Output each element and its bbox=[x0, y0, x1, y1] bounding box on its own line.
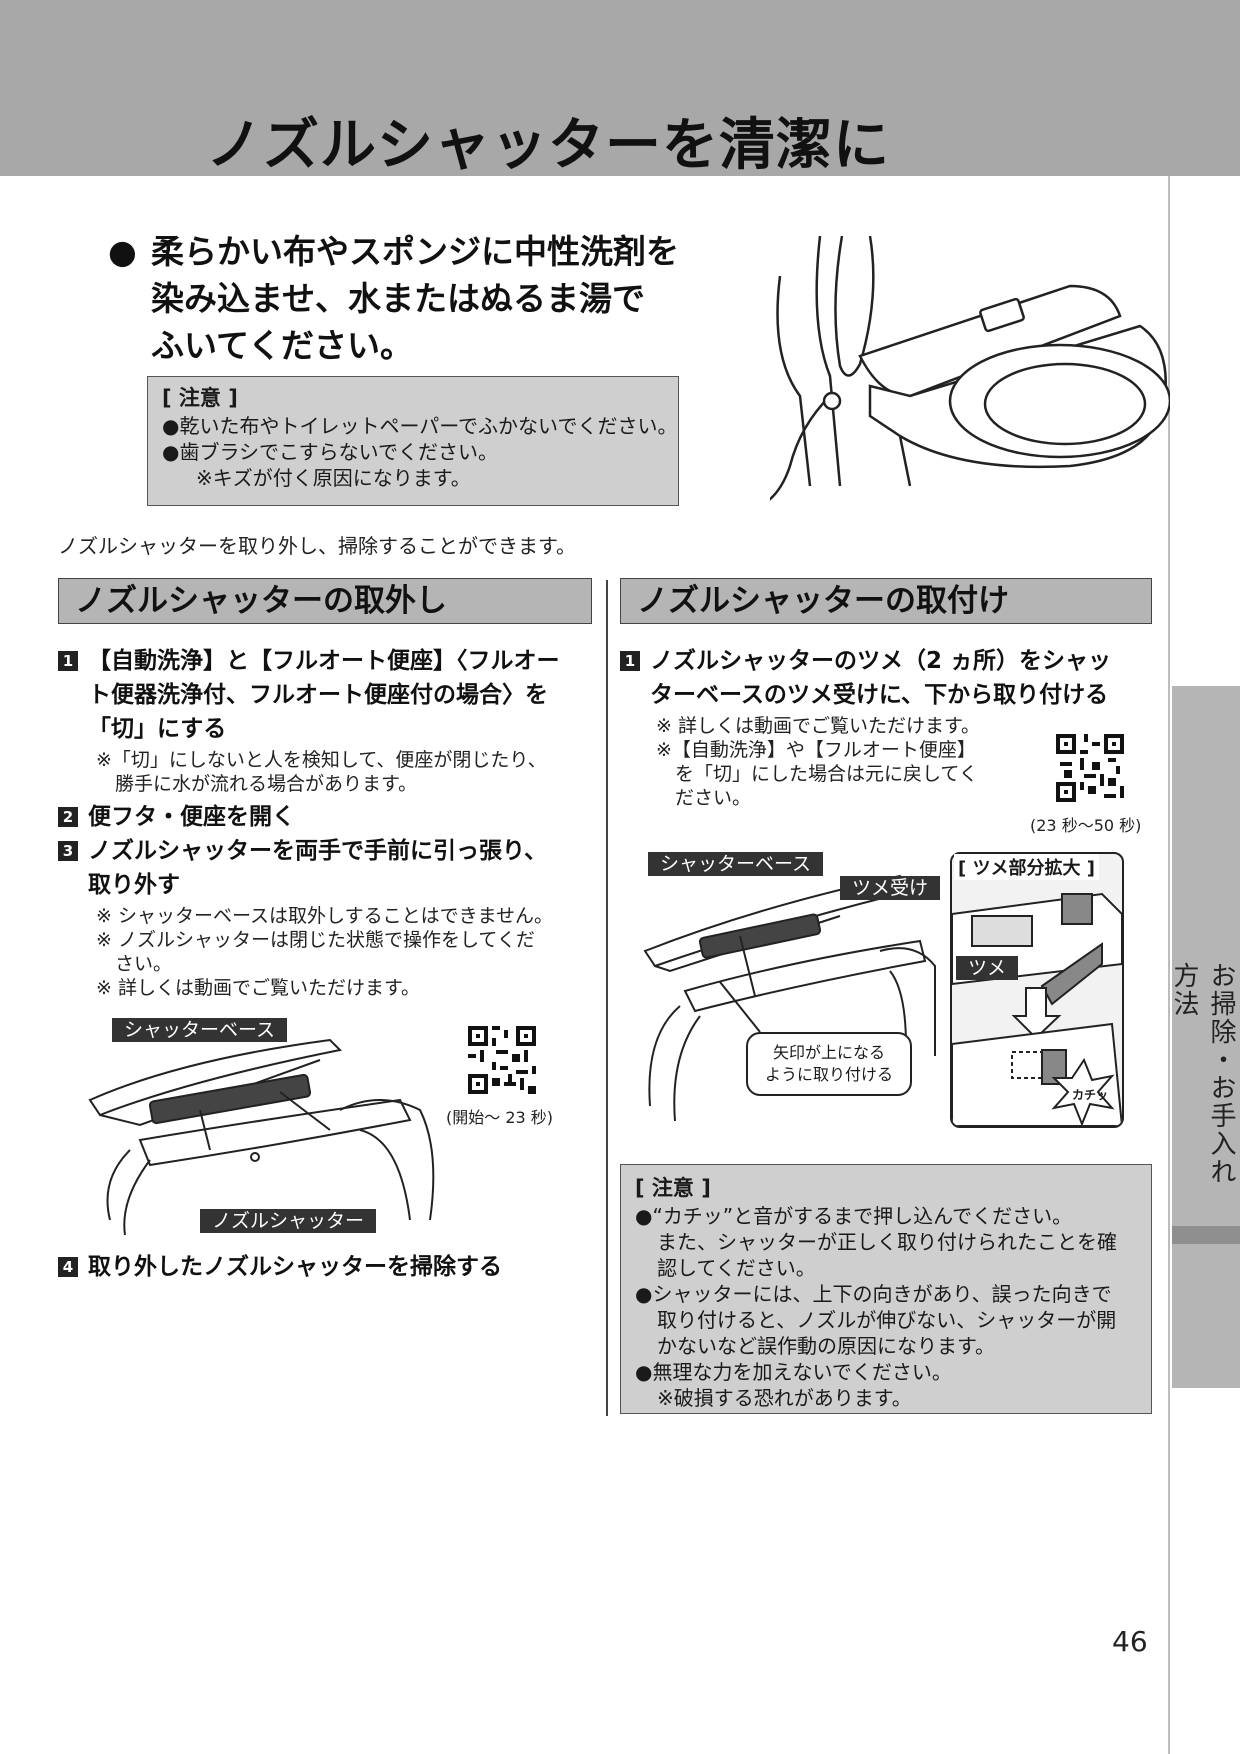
side-index-label: お掃除・お手入れ方法 bbox=[1169, 962, 1236, 1186]
install-step-1-notes: ※ 詳しくは動画でご覧いただけます。 ※【自動洗浄】や【フルオート便座】 を「切… bbox=[656, 715, 981, 809]
lead-instruction: ● 柔らかい布やスポンジに中性洗剤を 染み込ませ、水またはぬるま湯で ふいてくだ… bbox=[108, 228, 708, 369]
caution-line: 取り付けると、ノズルが伸びない、シャッターが開 bbox=[657, 1308, 1117, 1332]
qr-code-icon[interactable] bbox=[1056, 734, 1124, 802]
caution-line: また、シャッターが正しく取り付けられたことを確 bbox=[657, 1230, 1117, 1254]
caution-line: ●無理な力を加えないでください。 bbox=[635, 1360, 952, 1384]
label-shutter-base: シャッターベース bbox=[648, 852, 824, 876]
margin-rule bbox=[1168, 176, 1170, 1754]
caution-line: ●シャッターには、上下の向きがあり、誤った向きで bbox=[635, 1282, 1112, 1306]
removal-step-1-note: ※「切」にしないと人を検知して、便座が閉じたり、 勝手に水が流れる場合があります… bbox=[96, 749, 547, 795]
side-index-marker bbox=[1172, 1226, 1240, 1244]
qr-caption: (23 秒～50 秒) bbox=[1030, 816, 1142, 835]
header-band bbox=[0, 0, 1240, 176]
removal-step-3: 3 ノズルシャッターを両手で手前に引っ張り、 取り外す bbox=[58, 834, 603, 902]
zoom-detail-box bbox=[950, 852, 1124, 1128]
caution-box-bottom: [ 注意 ] ●“カチッ”と音がするまで押し込んでください。 また、シャッターが… bbox=[620, 1164, 1152, 1414]
caution-box-top: [ 注意 ] ●乾いた布やトイレットペーパーでふかないでください。 ●歯ブラシで… bbox=[147, 376, 679, 506]
label-shutter-base: シャッターベース bbox=[112, 1018, 288, 1042]
side-index-tab[interactable] bbox=[1172, 686, 1240, 1388]
page-title: ノズルシャッターを清潔に bbox=[206, 113, 890, 178]
step-text: ノズルシャッターを両手で手前に引っ張り、 取り外す bbox=[88, 838, 548, 898]
page-number: 46 bbox=[1112, 1625, 1148, 1658]
removal-step-2: 2 便フタ・便座を開く bbox=[58, 800, 603, 834]
click-sound-label: カチッ bbox=[1072, 1088, 1109, 1102]
toilet-illustration bbox=[770, 236, 1170, 501]
label-nozzle-shutter: ノズルシャッター bbox=[200, 1209, 377, 1233]
instruction-balloon: 矢印が上になる ように取り付ける bbox=[746, 1032, 912, 1096]
step-text: 【自動洗浄】と【フルオート便座】〈フルオー ト便器洗浄付、フルオート便座付の場合… bbox=[88, 648, 560, 742]
caution-line: かないなど誤作動の原因になります。 bbox=[657, 1334, 995, 1358]
caution-line: ●歯ブラシでこすらないでください。 bbox=[162, 440, 499, 464]
step-number: 1 bbox=[620, 651, 640, 671]
zoom-label: [ ツメ部分拡大 ] bbox=[954, 854, 1099, 880]
step-number: 4 bbox=[58, 1257, 78, 1277]
caution-line: ※キズが付く原因になります。 bbox=[196, 466, 471, 490]
qr-caption: (開始～ 23 秒) bbox=[446, 1108, 554, 1127]
caution-line: 認してください。 bbox=[657, 1256, 816, 1280]
section-heading-install: ノズルシャッターの取付け bbox=[620, 578, 1152, 624]
bullet-icon: ● bbox=[108, 232, 137, 271]
zoom-detail-illustration bbox=[952, 892, 1122, 1126]
removal-step-3-notes: ※ シャッターベースは取外しすることはできません。 ※ ノズルシャッターは閉じた… bbox=[96, 905, 554, 999]
label-claw: ツメ bbox=[956, 956, 1019, 980]
lead-text: 柔らかい布やスポンジに中性洗剤を 染み込ませ、水またはぬるま湯で ふいてください… bbox=[151, 232, 679, 365]
caution-title: [ 注意 ] bbox=[635, 1176, 711, 1200]
step-number: 2 bbox=[58, 807, 78, 827]
removal-step-1: 1 【自動洗浄】と【フルオート便座】〈フルオー ト便器洗浄付、フルオート便座付の… bbox=[58, 644, 603, 746]
install-step-1: 1 ノズルシャッターのツメ（2 ヵ所）をシャッ ターベースのツメ受けに、下から取… bbox=[620, 644, 1165, 712]
label-claw-receiver: ツメ受け bbox=[840, 876, 941, 900]
caution-line: ※破損する恐れがあります。 bbox=[657, 1386, 912, 1410]
step-text: 取り外したノズルシャッターを掃除する bbox=[88, 1254, 502, 1280]
caution-line: ●乾いた布やトイレットペーパーでふかないでください。 bbox=[162, 414, 678, 438]
removal-illustration bbox=[88, 1038, 435, 1236]
step-number: 1 bbox=[58, 651, 78, 671]
qr-code-icon[interactable] bbox=[468, 1026, 536, 1094]
step-text: 便フタ・便座を開く bbox=[88, 804, 295, 830]
intro-text: ノズルシャッターを取り外し、掃除することができます。 bbox=[58, 534, 576, 558]
step-text: ノズルシャッターのツメ（2 ヵ所）をシャッ ターベースのツメ受けに、下から取り付… bbox=[650, 648, 1112, 708]
caution-title: [ 注意 ] bbox=[162, 386, 238, 410]
column-divider bbox=[606, 580, 608, 1416]
removal-step-4: 4 取り外したノズルシャッターを掃除する bbox=[58, 1250, 603, 1284]
step-number: 3 bbox=[58, 841, 78, 861]
caution-line: ●“カチッ”と音がするまで押し込んでください。 bbox=[635, 1204, 1073, 1228]
section-heading-removal: ノズルシャッターの取外し bbox=[58, 578, 592, 624]
